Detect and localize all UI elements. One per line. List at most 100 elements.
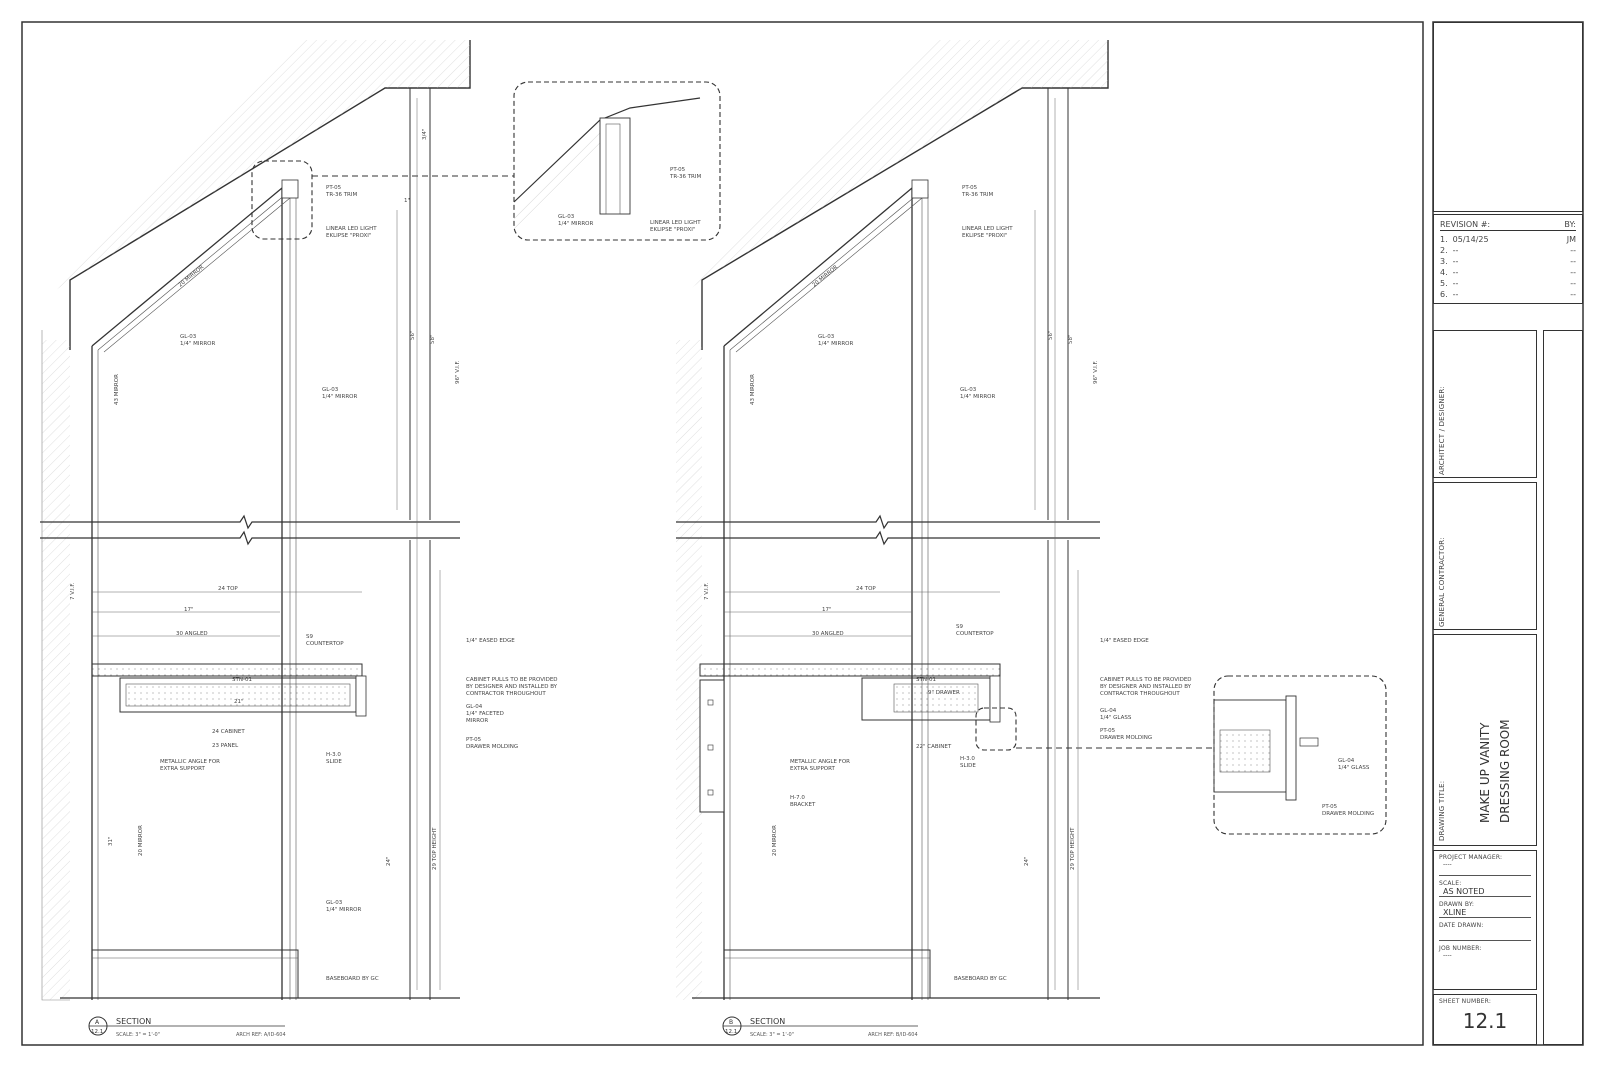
job-number-label: JOB NUMBER:	[1439, 945, 1482, 952]
revision-number: 3.	[1440, 257, 1448, 266]
dim-panel-a: 23 PANEL	[212, 743, 239, 749]
label-gl03-a-2: 1/4" MIRROR	[180, 341, 215, 347]
section-b-ref: ARCH REF: B/ID-604	[868, 1032, 918, 1038]
dim-drawer-b: 9" DRAWER	[928, 690, 960, 696]
dim-31-a: 31"	[108, 836, 114, 846]
label-gl03-mid-a-1: GL-03	[322, 387, 339, 393]
label-metal-b-1: METALLIC ANGLE FOR	[790, 759, 850, 765]
scale-value: AS NOTED	[1439, 887, 1531, 897]
dim-angled-b: 30 ANGLED	[812, 631, 844, 637]
label-metal-a-1: METALLIC ANGLE FOR	[160, 759, 220, 765]
label-led-a-1: LINEAR LED LIGHT	[326, 226, 377, 232]
label-faceted-a-3: MIRROR	[466, 718, 488, 724]
label-trim-a-1: PT-05	[326, 185, 342, 191]
right-strip	[1543, 330, 1583, 1045]
dim-58-b: 58"	[1068, 334, 1074, 344]
drawing-title-label: DRAWING TITLE:	[1438, 780, 1446, 841]
dim-top-b: 24 TOP	[856, 586, 876, 592]
label-led-b-1: LINEAR LED LIGHT	[962, 226, 1013, 232]
label-trim-b-2: TR-36 TRIM	[961, 192, 993, 198]
dim-7-b: 7 V.I.F.	[704, 582, 710, 600]
section-a-ref: ARCH REF: A/ID-604	[236, 1032, 286, 1038]
dim-cabinet-b: 22" CABINET	[916, 744, 952, 750]
label-faceted-a-2: 1/4" FACETED	[466, 711, 504, 717]
label-metal-a-2: EXTRA SUPPORT	[160, 766, 206, 772]
label-gl03-b-1: GL-03	[818, 334, 835, 340]
revision-number: 5.	[1440, 279, 1448, 288]
label-detail-b-molding-2: DRAWER MOLDING	[1322, 811, 1374, 817]
label-led-b-2: EKLIPSE "PROXI"	[962, 233, 1007, 239]
dim-top-a: 24 TOP	[218, 586, 238, 592]
label-glass-b-1: GL-04	[1100, 708, 1117, 714]
label-countertop-a-1: S9	[306, 634, 313, 640]
label-pulls-b-1: CABINET PULLS TO BE PROVIDED	[1100, 677, 1192, 683]
label-detail-a-led-1: LINEAR LED LIGHT	[650, 220, 701, 226]
revision-number: 2.	[1440, 246, 1448, 255]
revision-by: --	[1570, 279, 1576, 288]
label-drawer-molding-b-1: PT-05	[1100, 728, 1116, 734]
label-baseboard-a: BASEBOARD BY GC	[326, 976, 379, 982]
project-manager-label: PROJECT MANAGER:	[1439, 854, 1503, 861]
dim-top-height-a: 29 TOP HEIGHT	[432, 827, 438, 870]
label-countertop-b-1: S9	[956, 624, 963, 630]
label-pulls-a-2: BY DESIGNER AND INSTALLED BY	[466, 684, 558, 690]
revision-date: --	[1452, 246, 1459, 255]
revision-number: 4.	[1440, 268, 1448, 277]
label-bracket-b-1: H-7.0	[790, 795, 805, 801]
label-detail-a-gl-2: 1/4" MIRROR	[558, 221, 593, 227]
label-eased-b: 1/4" EASED EDGE	[1100, 638, 1149, 644]
label-eased-a: 1/4" EASED EDGE	[466, 638, 515, 644]
dim-56-a: 56"	[410, 330, 416, 340]
dim-17-b: 17"	[822, 607, 832, 613]
revision-entry: 4.--	[1440, 267, 1458, 278]
detail-enlargement-a	[513, 81, 721, 241]
label-lower-mirror-b: 20 MIRROR	[772, 825, 778, 856]
contractor-box: GENERAL CONTRACTOR:	[1433, 482, 1537, 630]
label-diag-mirror-b: 20 MIRROR	[811, 264, 839, 288]
label-gl03-mid-a-2: 1/4" MIRROR	[322, 394, 357, 400]
label-baseboard-b: BASEBOARD BY GC	[954, 976, 1007, 982]
revision-date: --	[1452, 290, 1459, 299]
architect-box: ARCHITECT / DESIGNER:	[1433, 330, 1537, 478]
dim-56-b: 56"	[1048, 330, 1054, 340]
label-gl03-mid-b-1: GL-03	[960, 387, 977, 393]
revision-date: 05/14/25	[1452, 235, 1489, 244]
label-detail-b-glass-2: 1/4" GLASS	[1338, 765, 1370, 771]
revision-entry: 1.05/14/25	[1440, 234, 1489, 245]
drawing-title-line1: MAKE UP VANITY	[1478, 722, 1492, 824]
label-gl03-b-2: 1/4" MIRROR	[818, 341, 853, 347]
revision-entry: 2. --	[1440, 245, 1458, 256]
scale-label: SCALE:	[1439, 880, 1462, 887]
revision-by: --	[1570, 290, 1576, 299]
dim-96-a: 96" V.I.F.	[455, 360, 461, 384]
revision-row: 5. -- --	[1440, 278, 1576, 289]
label-bracket-b-2: BRACKET	[790, 802, 816, 808]
section-b-letter: B	[729, 1019, 733, 1026]
label-faceted-a-1: GL-04	[466, 704, 483, 710]
label-drawer-molding-a-2: DRAWER MOLDING	[466, 744, 518, 750]
label-countertop-b-2: COUNTERTOP	[956, 631, 994, 637]
contractor-label: GENERAL CONTRACTOR:	[1438, 537, 1446, 627]
revision-by: --	[1570, 246, 1576, 255]
label-gl03-low-a-1: GL-03	[326, 900, 343, 906]
section-b-scale: SCALE: 3" = 1'-0"	[750, 1032, 794, 1038]
revision-row: 4.-- --	[1440, 267, 1576, 278]
label-pulls-b-2: BY DESIGNER AND INSTALLED BY	[1100, 684, 1192, 690]
label-gl03-mid-b-2: 1/4" MIRROR	[960, 394, 995, 400]
section-a-scale: SCALE: 3" = 1'-0"	[116, 1032, 160, 1038]
revision-date: --	[1452, 279, 1459, 288]
label-detail-b-molding-1: PT-05	[1322, 804, 1338, 810]
label-slide-a-1: H-3.0	[326, 752, 341, 758]
dim-34-a: 3/4"	[422, 129, 428, 140]
dim-cabinet-a: 24 CABINET	[212, 729, 245, 735]
detail-bubble-a	[251, 160, 313, 240]
section-b-sheet: 12.1	[725, 1029, 737, 1035]
label-gl03-low-a-2: 1/4" MIRROR	[326, 907, 361, 913]
label-mirror-left-b: 43 MIRROR	[750, 374, 756, 405]
label-countertop-a-2: COUNTERTOP	[306, 641, 344, 647]
revision-by: --	[1570, 268, 1576, 277]
label-pulls-b-3: CONTRACTOR THROUGHOUT	[1100, 691, 1180, 697]
